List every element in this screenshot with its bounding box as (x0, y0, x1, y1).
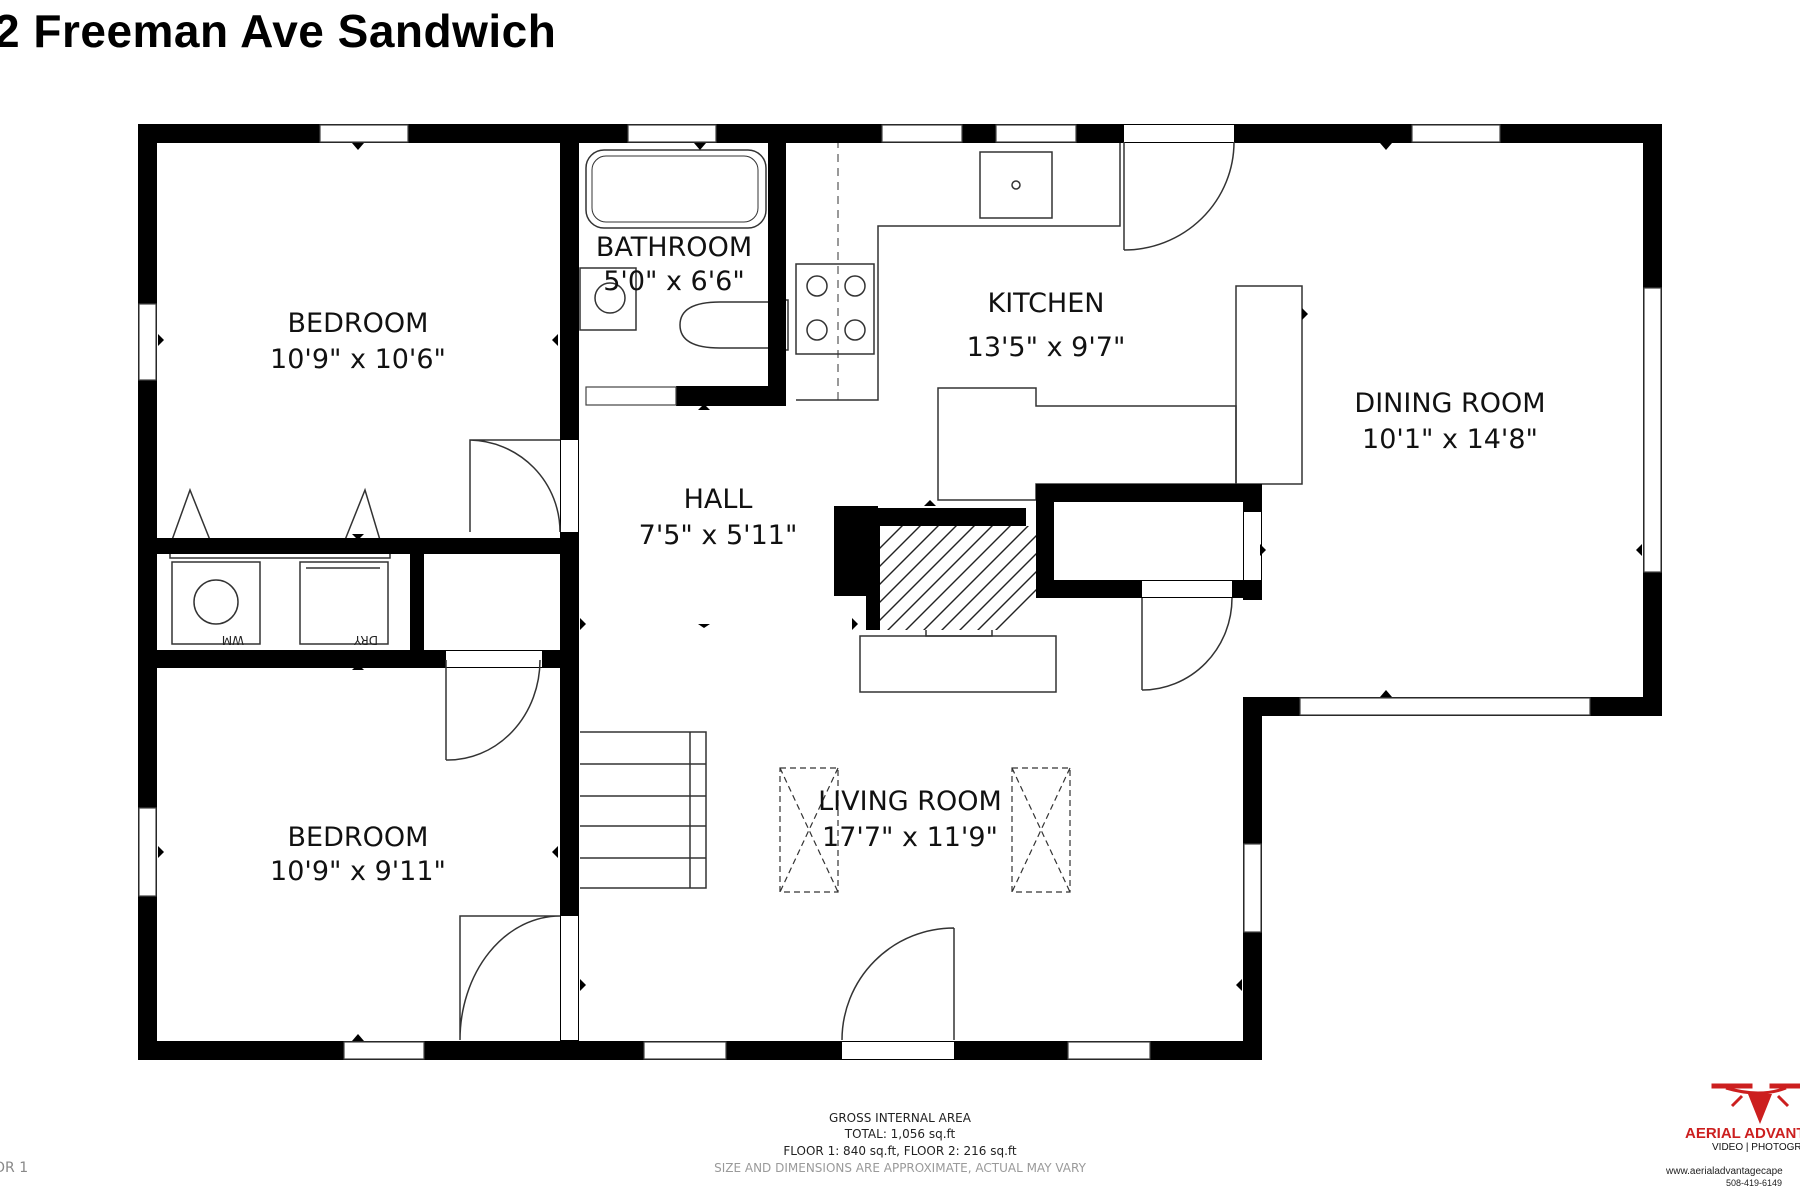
area-floors: FLOOR 1: 840 sq.ft, FLOOR 2: 216 sq.ft (783, 1144, 1017, 1158)
bathtub (585, 149, 767, 229)
window (1299, 697, 1591, 716)
skylight-left (779, 767, 839, 893)
logo-phone: 508-419-6149 (1726, 1178, 1782, 1188)
window (627, 124, 717, 143)
door-swing (469, 439, 561, 533)
room-name-bedroom-1: BEDROOM (288, 308, 429, 339)
window (138, 303, 157, 381)
dryer (299, 561, 389, 645)
toilet (679, 301, 771, 349)
room-name-dining-room: DINING ROOM (1354, 388, 1545, 419)
window (1411, 124, 1501, 143)
window (343, 1041, 425, 1060)
stove (795, 263, 875, 355)
closet-door-right (344, 487, 381, 541)
floor-plan-title: 2 Freeman Ave Sandwich (0, 5, 557, 57)
door-swing (1123, 141, 1235, 251)
logo-website: www.aerialadvantagecape (1665, 1166, 1783, 1177)
bathroom-vanity (579, 267, 637, 331)
fireplace-hearth (859, 635, 1057, 693)
markers (158, 143, 1642, 1041)
window (319, 124, 409, 143)
room-dims-hall: 7'5" x 5'11" (639, 520, 798, 551)
company-logo: AERIAL ADVANT VIDEO | PHOTOGRAP www.aeri… (1665, 1083, 1800, 1188)
window (585, 386, 677, 406)
room-name-bathroom: BATHROOM (596, 232, 752, 263)
closet-door-left (171, 487, 211, 541)
door-swing (445, 659, 541, 761)
washer-label: WM (222, 633, 244, 647)
window (1067, 1041, 1151, 1060)
bathtub-inner (591, 155, 759, 223)
window (138, 807, 157, 897)
window (643, 1041, 727, 1060)
bathroom-sink (594, 282, 626, 314)
room-name-hall: HALL (684, 484, 753, 515)
logo-name: AERIAL ADVANT (1685, 1125, 1800, 1142)
room-dims-bedroom-2: 10'9" x 9'11" (270, 856, 446, 887)
kitchen-sink (979, 151, 1053, 219)
door-swing (841, 927, 955, 1041)
area-heading: GROSS INTERNAL AREA (829, 1111, 972, 1125)
room-dims-bathroom: 5'0" x 6'6" (603, 266, 745, 297)
logo-tagline: VIDEO | PHOTOGRAP (1712, 1142, 1800, 1153)
fireplace-hatch (880, 526, 1038, 630)
window (1643, 287, 1662, 573)
doors (445, 125, 1261, 1059)
window (1243, 843, 1262, 933)
area-disclaimer: SIZE AND DIMENSIONS ARE APPROXIMATE, ACT… (714, 1161, 1086, 1175)
room-dims-bedroom-1: 10'9" x 10'6" (270, 344, 446, 375)
stairs (580, 731, 707, 889)
area-summary: GROSS INTERNAL AREA TOTAL: 1,056 sq.ft F… (714, 1111, 1086, 1175)
windows (138, 124, 1662, 1060)
drone-icon (1711, 1083, 1800, 1124)
room-labels: BEDROOM 10'9" x 10'6" BATHROOM 5'0" x 6'… (270, 232, 1546, 887)
door-swing (459, 915, 561, 1041)
window (995, 124, 1077, 143)
kitchen-peninsula (1235, 285, 1303, 485)
window (881, 124, 963, 143)
room-dims-kitchen: 13'5" x 9'7" (967, 332, 1126, 363)
room-name-bedroom-2: BEDROOM (288, 822, 429, 853)
dryer-label: DRY (353, 633, 378, 647)
room-dims-dining-room: 10'1" x 14'8" (1362, 424, 1538, 455)
skylight-right (1011, 767, 1071, 893)
door-swing (1141, 597, 1233, 691)
fixtures (169, 139, 1303, 893)
room-name-kitchen: KITCHEN (988, 288, 1105, 319)
area-total: TOTAL: 1,056 sq.ft (844, 1127, 956, 1141)
washer (171, 561, 261, 645)
floor-label: OR 1 (0, 1160, 29, 1176)
room-dims-living-room: 17'7" x 11'9" (822, 822, 998, 853)
room-name-living-room: LIVING ROOM (818, 786, 1002, 817)
